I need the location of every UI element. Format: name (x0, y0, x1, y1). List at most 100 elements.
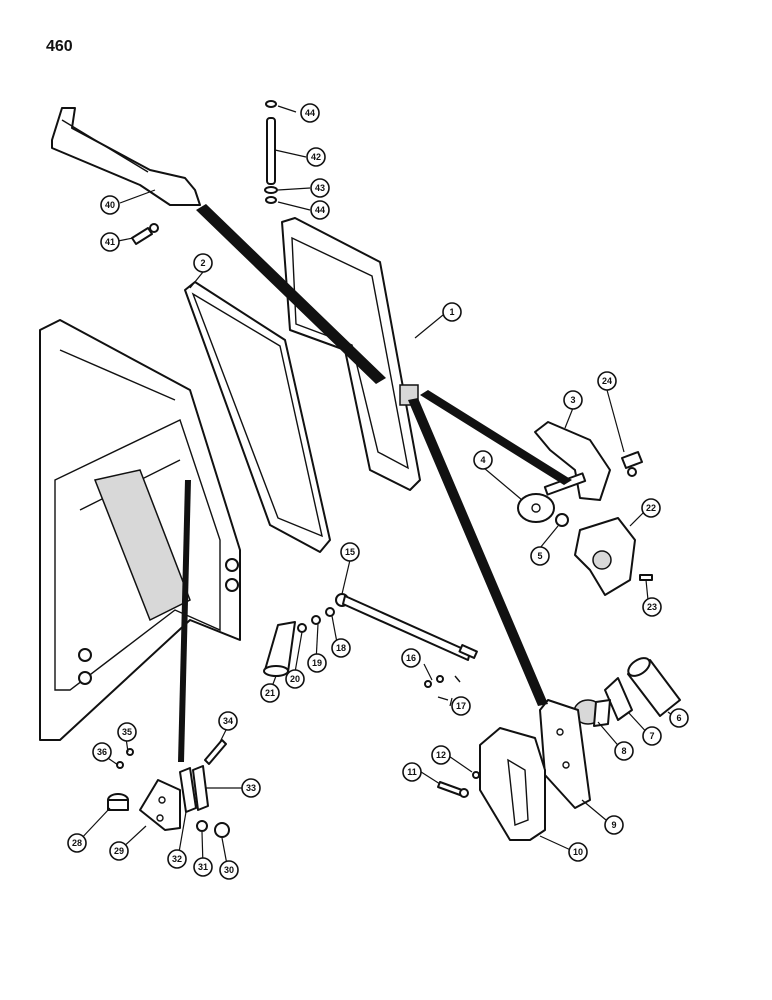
callout-29: 29 (109, 841, 129, 861)
callout-6: 6 (669, 708, 689, 728)
callout-12: 12 (431, 745, 451, 765)
svg-text:34: 34 (223, 716, 233, 726)
callout-4: 4 (473, 450, 493, 470)
svg-text:40: 40 (105, 200, 115, 210)
part-35-36-washers (116, 748, 134, 769)
callout-5: 5 (530, 546, 550, 566)
svg-text:16: 16 (406, 653, 416, 663)
svg-text:19: 19 (312, 658, 322, 668)
part-32-33-straps (179, 765, 209, 813)
callout-44-bottom: 44 (310, 200, 330, 220)
svg-text:7: 7 (649, 731, 654, 741)
callout-31: 31 (193, 857, 213, 877)
callout-36: 36 (92, 742, 112, 762)
part-23-screw (639, 574, 653, 581)
svg-text:29: 29 (114, 846, 124, 856)
svg-text:5: 5 (537, 551, 542, 561)
svg-text:22: 22 (646, 503, 656, 513)
svg-text:21: 21 (265, 688, 275, 698)
part-15-rod (335, 593, 478, 661)
svg-text:41: 41 (105, 237, 115, 247)
callout-44-top: 44 (300, 103, 320, 123)
svg-text:11: 11 (407, 767, 417, 777)
part-8-lock (573, 699, 611, 727)
part-30-31-nuts (196, 820, 230, 838)
callout-20: 20 (285, 669, 305, 689)
part-34-screw (204, 739, 227, 765)
part-16-17-pins (424, 675, 461, 701)
callout-8: 8 (614, 741, 634, 761)
svg-text:31: 31 (198, 862, 208, 872)
svg-text:20: 20 (290, 674, 300, 684)
svg-text:24: 24 (602, 376, 612, 386)
svg-text:12: 12 (436, 750, 446, 760)
callout-7: 7 (642, 726, 662, 746)
part-10-plate (479, 727, 546, 841)
callout-2: 2 (193, 253, 213, 273)
svg-text:8: 8 (621, 746, 626, 756)
svg-text:18: 18 (336, 643, 346, 653)
svg-text:33: 33 (246, 783, 256, 793)
part-22-latch (574, 517, 636, 596)
svg-text:6: 6 (676, 713, 681, 723)
svg-text:28: 28 (72, 838, 82, 848)
assembly-line-bars (178, 204, 572, 762)
part-7-bracket (604, 677, 633, 721)
svg-text:2: 2 (200, 258, 205, 268)
part-28-hinge-pin (107, 793, 129, 811)
callout-19: 19 (307, 653, 327, 673)
svg-text:10: 10 (573, 847, 583, 857)
callout-35: 35 (117, 722, 137, 742)
callout-15: 15 (340, 542, 360, 562)
svg-text:35: 35 (122, 727, 132, 737)
callout-1: 1 (442, 302, 462, 322)
callout-10: 10 (568, 842, 588, 862)
callout-17: 17 (451, 696, 471, 716)
callout-30: 30 (219, 860, 239, 880)
svg-text:44: 44 (305, 108, 315, 118)
svg-text:15: 15 (345, 547, 355, 557)
part-41-bolt (131, 223, 159, 245)
part-24-key (621, 451, 643, 477)
callout-3: 3 (563, 390, 583, 410)
svg-text:3: 3 (570, 395, 575, 405)
callout-28: 28 (67, 833, 87, 853)
part-42-pin (264, 100, 278, 204)
part-29-hinge-plate (139, 779, 181, 831)
svg-text:30: 30 (224, 865, 234, 875)
callout-11: 11 (402, 762, 422, 782)
svg-text:1: 1 (449, 307, 454, 317)
callout-21: 21 (260, 683, 280, 703)
part-12-nut (472, 771, 480, 779)
part-11-bolt (437, 781, 469, 798)
part-5-nut (555, 513, 569, 527)
svg-text:4: 4 (480, 455, 485, 465)
part-4-plate (517, 493, 555, 523)
svg-text:43: 43 (315, 183, 325, 193)
callout-23: 23 (642, 597, 662, 617)
callout-32: 32 (167, 849, 187, 869)
part-40-arm (51, 107, 201, 206)
page-number: 460 (46, 38, 73, 55)
callout-34: 34 (218, 711, 238, 731)
svg-text:17: 17 (456, 701, 466, 711)
callout-40: 40 (100, 195, 120, 215)
part-21-knob (263, 621, 296, 677)
callout-41: 41 (100, 232, 120, 252)
callout-24: 24 (597, 371, 617, 391)
callout-18: 18 (331, 638, 351, 658)
svg-text:23: 23 (647, 602, 657, 612)
svg-text:32: 32 (172, 854, 182, 864)
svg-text:42: 42 (311, 152, 321, 162)
callout-16: 16 (401, 648, 421, 668)
part-20-19-18-washers (297, 607, 335, 633)
callout-42: 42 (306, 147, 326, 167)
callout-9: 9 (604, 815, 624, 835)
part-3-handle (534, 421, 611, 501)
cab-frame (39, 319, 241, 741)
callout-22: 22 (641, 498, 661, 518)
svg-text:44: 44 (315, 205, 325, 215)
callout-43: 43 (310, 178, 330, 198)
svg-text:9: 9 (611, 820, 616, 830)
